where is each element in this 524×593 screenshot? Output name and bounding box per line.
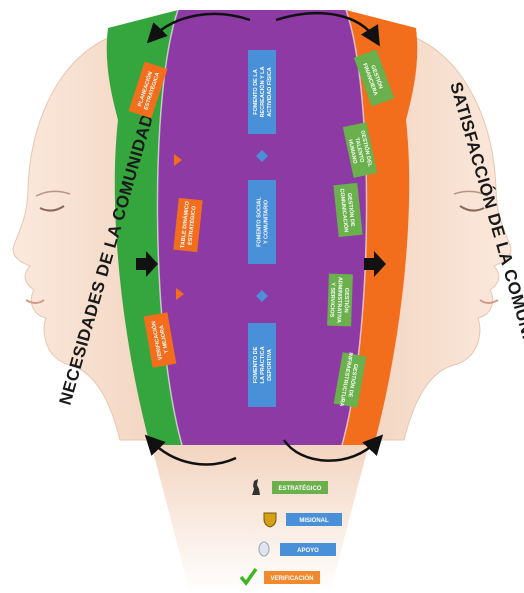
right-box-4-line: Y SERVICIOS (328, 282, 335, 317)
center-box-3-line: LA PRÁCTICA (259, 346, 266, 383)
center-box-1-line: ACTIVIDAD FÍSICA (265, 67, 273, 117)
center-box-3-line: FOMENTO DE (253, 346, 259, 383)
legend-label: MISIONAL (299, 518, 329, 524)
shield-icon (264, 513, 276, 527)
center-box-2-line: FOMENTO SOCIAL (257, 197, 263, 247)
hand-icon (259, 542, 269, 556)
legend-label: APOYO (297, 548, 319, 554)
center-box-3-line: DEPORTIVA (267, 349, 273, 381)
center-box-1-line: FOMENTO DE LA (253, 69, 259, 114)
center-box-2-line: Y COMUNITARIO (264, 199, 270, 244)
legend-label: VERIFICACIÓN (270, 574, 313, 582)
center-box-1-line: RECREACIÓN Y LA (258, 67, 266, 118)
legend-label: ESTRATÉGICO (279, 484, 322, 492)
